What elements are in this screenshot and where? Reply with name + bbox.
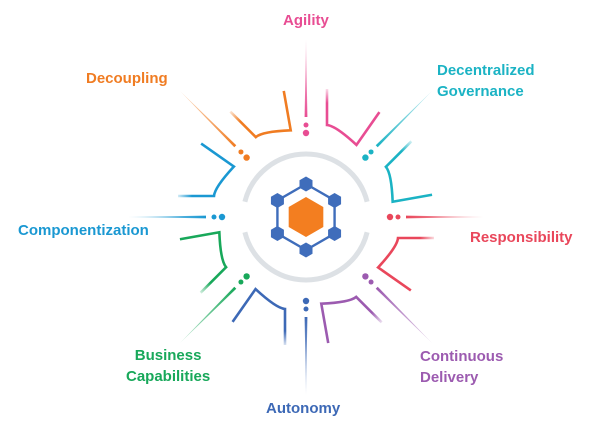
- spike-line: [180, 286, 237, 343]
- spoke-decoupling: [180, 90, 293, 161]
- spike-line: [304, 39, 308, 117]
- hub-node: [299, 176, 313, 192]
- spike-dot: [302, 129, 310, 137]
- spike-dot: [211, 214, 217, 220]
- bracket: [231, 287, 287, 345]
- spike-dot: [368, 279, 374, 285]
- spike-dot: [243, 154, 250, 161]
- spike-dot: [303, 306, 309, 312]
- label-line: Capabilities: [126, 368, 211, 385]
- spike-dot: [395, 214, 401, 220]
- bracket: [229, 90, 293, 139]
- spike-line: [180, 91, 237, 148]
- hub-node: [270, 193, 284, 208]
- bracket: [319, 295, 383, 344]
- bracket: [179, 230, 228, 294]
- spike-dot: [303, 122, 309, 128]
- label-line: Governance: [437, 83, 524, 100]
- hub-node: [328, 226, 342, 241]
- bracket: [376, 236, 434, 292]
- label-agility: Agility: [283, 10, 329, 31]
- ring-arc-top: [242, 151, 370, 203]
- spike-line: [304, 317, 308, 395]
- label-line: Decoupling: [86, 70, 168, 87]
- hub-node: [328, 193, 342, 208]
- spoke-responsibility: [376, 213, 484, 292]
- hub-core-hexagon: [288, 197, 324, 237]
- hub-node: [299, 242, 313, 258]
- spike-dot: [362, 273, 369, 280]
- spike-line: [406, 215, 484, 219]
- spoke-decentralized-governance: [362, 91, 433, 204]
- label-line: Componentization: [18, 222, 149, 239]
- spike-dot: [386, 213, 394, 221]
- spike-dot: [243, 273, 250, 280]
- label-line: Responsibility: [470, 229, 573, 246]
- label-decoupling: Decoupling: [86, 68, 168, 89]
- spike-line: [375, 286, 432, 343]
- hub-network-icon: [270, 176, 342, 258]
- label-line: Decentralized: [437, 62, 535, 79]
- label-responsibility: Responsibility: [470, 227, 573, 248]
- spoke-agility: [302, 39, 381, 147]
- label-line: Continuous: [420, 348, 504, 365]
- spike-dot: [302, 297, 310, 305]
- label-line: Delivery: [420, 369, 479, 386]
- spike-dot: [238, 279, 244, 285]
- spike-dot: [368, 149, 374, 155]
- spike-line: [375, 91, 432, 148]
- ring-arc-bottom: [242, 231, 370, 283]
- bracket: [325, 89, 381, 147]
- spike-dot: [238, 149, 244, 155]
- label-line: Autonomy: [266, 400, 341, 417]
- spike-dot: [362, 154, 369, 161]
- bracket: [178, 142, 236, 198]
- label-componentization: Componentization: [18, 220, 149, 241]
- label-line: Agility: [283, 12, 329, 29]
- spoke-continuous-delivery: [319, 273, 432, 344]
- spoke-business-capabilities: [179, 230, 250, 343]
- hub-node: [270, 226, 284, 241]
- label-autonomy: Autonomy: [266, 398, 340, 419]
- spike-line: [128, 215, 206, 219]
- center-ring: [242, 151, 370, 283]
- spoke-componentization: [128, 142, 236, 221]
- spoke-autonomy: [231, 287, 310, 395]
- label-line: Business: [134, 347, 202, 364]
- bracket: [384, 140, 433, 204]
- spike-dot: [218, 213, 226, 221]
